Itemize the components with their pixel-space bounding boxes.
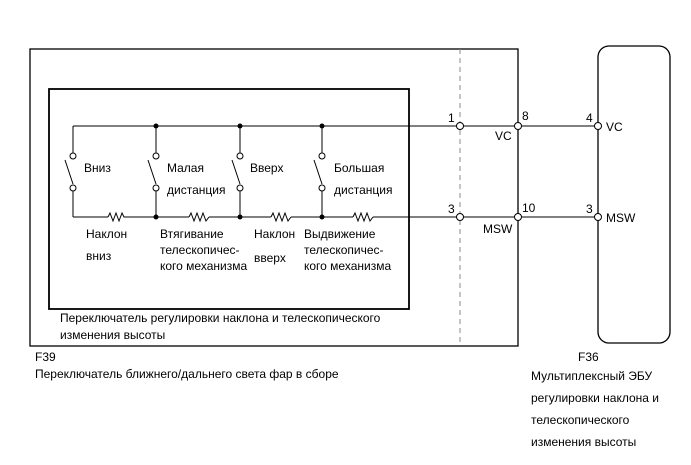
switch-label-long-1: Большая xyxy=(334,161,384,175)
pin-3-ecu: 3 xyxy=(586,202,593,216)
switch-long-distance xyxy=(313,126,326,217)
resistor-label-tilt-down-2: вниз xyxy=(86,249,112,263)
assembly-box-f39 xyxy=(29,48,519,347)
switch-label-down: Вниз xyxy=(84,161,111,175)
f36-name-4: изменения высоты xyxy=(531,435,636,449)
switch-label-short-1: Малая xyxy=(167,161,204,175)
signal-msw-left: MSW xyxy=(483,222,513,236)
resistor-tilt-up xyxy=(270,211,292,223)
signal-msw-right: MSW xyxy=(606,211,636,225)
switch-assembly-label-2: изменения высоты xyxy=(60,328,165,342)
ecu-box-f36 xyxy=(597,45,671,344)
f36-code: F36 xyxy=(578,350,599,364)
pin-4: 4 xyxy=(586,111,593,125)
resistor-label-tilt-up-1: Наклон xyxy=(254,227,295,241)
switch-label-up: Вверх xyxy=(250,161,283,175)
pin-1: 1 xyxy=(448,111,455,125)
f36-name-3: телескопического xyxy=(531,413,630,427)
f39-name: Переключатель ближнего/дальнего света фа… xyxy=(35,367,339,381)
pin-3: 3 xyxy=(448,202,455,216)
switch-down xyxy=(64,126,77,217)
signal-vc-left: VC xyxy=(495,129,512,143)
pin-circles xyxy=(456,122,602,221)
resistor-tilt-down xyxy=(107,211,126,223)
switch-short-distance xyxy=(147,126,160,217)
switch-up xyxy=(231,126,244,217)
switch-box xyxy=(48,88,410,310)
switch-label-long-2: дистанция xyxy=(334,183,392,197)
signal-vc-right: VC xyxy=(606,120,623,134)
resistor-label-extend-3: кого механизма xyxy=(304,259,391,273)
resistor-label-extend-2: телескопичес- xyxy=(304,243,384,257)
pin-10: 10 xyxy=(522,201,536,215)
switch-label-short-2: дистанция xyxy=(167,183,225,197)
resistor-label-tilt-up-2: вверх xyxy=(254,251,286,265)
resistor-telescope-extend xyxy=(352,211,374,223)
f39-code: F39 xyxy=(35,350,56,364)
pin-8: 8 xyxy=(522,109,529,123)
f36-name-2: регулировки наклона и xyxy=(531,391,659,405)
switch-assembly-label-1: Переключатель регулировки наклона и теле… xyxy=(60,311,381,325)
resistor-label-retract-2: телескопичес- xyxy=(160,243,240,257)
resistor-label-extend-1: Выдвижение xyxy=(304,227,376,241)
resistor-label-retract-1: Втягивание xyxy=(160,227,224,241)
resistor-telescope-retract xyxy=(188,211,210,223)
resistor-label-tilt-down-1: Наклон xyxy=(86,227,127,241)
junction-dots xyxy=(153,123,325,220)
f36-name-1: Мультиплексный ЭБУ xyxy=(531,369,652,383)
resistor-label-retract-3: кого механизма xyxy=(160,259,247,273)
